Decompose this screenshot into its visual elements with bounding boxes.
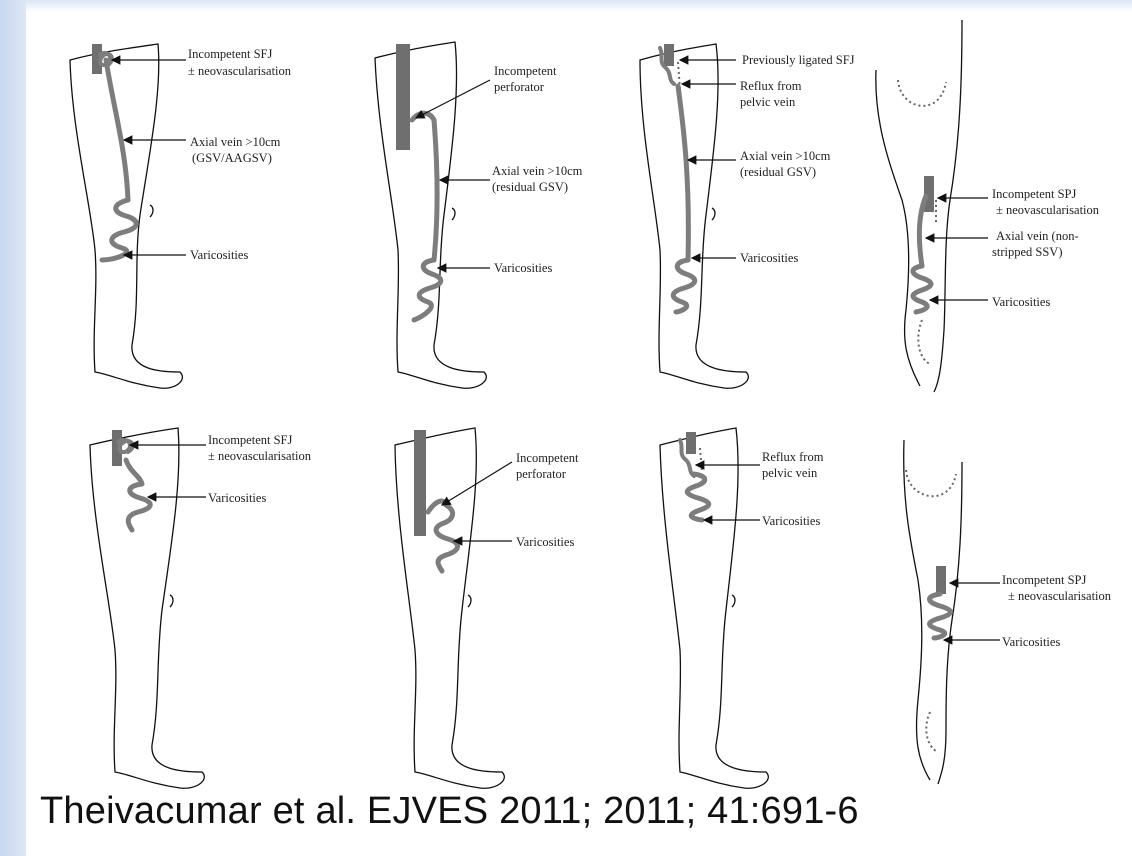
label-incompetent: Incompetent	[516, 451, 579, 465]
label-axial-vein-non: Axial vein (non-	[996, 229, 1079, 243]
leg-panel-4: Incompetent SPJ ± neovascularisation Axi…	[876, 20, 1100, 392]
leg-panel-5: Incompetent SFJ ± neovascularisation Var…	[90, 428, 312, 788]
label-neovascularisation: ± neovascularisation	[208, 449, 312, 463]
leg-panel-7: Reflux from pelvic vein Varicosities	[660, 428, 824, 788]
label-varicosities: Varicosities	[516, 535, 574, 549]
leg-outline	[904, 440, 962, 784]
label-incompetent: Incompetent	[494, 64, 557, 78]
vein-diagram: Incompetent SFJ ± neovascularisation Axi…	[30, 14, 1132, 794]
label-incompetent-sfj: Incompetent SFJ	[208, 433, 293, 447]
label-varicosities: Varicosities	[190, 248, 248, 262]
label-pelvic-vein: pelvic vein	[762, 466, 818, 480]
label-varicosities: Varicosities	[740, 251, 798, 265]
axial-vein	[106, 60, 128, 200]
leg-panel-8: Incompetent SPJ ± neovascularisation Var…	[904, 440, 1112, 784]
ligated-sfj-block	[686, 432, 696, 454]
leg-outline	[90, 428, 204, 788]
label-axial-vein-type: (GSV/AAGSV)	[192, 151, 272, 165]
label-axial-vein: Axial vein >10cm	[492, 164, 583, 178]
citation-text: Theivacumar et al. EJVES 2011; 2011; 41:…	[40, 790, 1132, 833]
figure-panel: Incompetent SFJ ± neovascularisation Axi…	[30, 14, 1132, 856]
varicosities	[913, 266, 931, 312]
label-previously-ligated-sfj: Previously ligated SFJ	[742, 53, 855, 67]
slide-top-gradient	[0, 0, 1132, 12]
label-perforator: perforator	[516, 467, 567, 481]
label-stripped-ssv: stripped SSV)	[992, 245, 1063, 259]
perforator-block	[414, 430, 426, 536]
varicosities	[436, 505, 457, 571]
axial-vein	[678, 86, 688, 260]
popliteal-fossa	[898, 80, 946, 106]
label-varicosities: Varicosities	[208, 491, 266, 505]
varicosities	[102, 200, 136, 260]
leg-panel-3: Previously ligated SFJ Reflux from pelvi…	[640, 44, 855, 388]
popliteal-fossa	[906, 470, 956, 496]
label-varicosities: Varicosities	[992, 295, 1050, 309]
label-incompetent-sfj: Incompetent SFJ	[188, 47, 273, 61]
label-incompetent-spj: Incompetent SPJ	[992, 187, 1077, 201]
leg-panel-6: Incompetent perforator Varicosities	[395, 428, 579, 788]
ligated-dotted-line	[700, 448, 702, 472]
heel-outline	[926, 712, 938, 752]
perforator-vein	[428, 501, 446, 512]
leg-outline	[375, 42, 486, 388]
leg-panel-1: Incompetent SFJ ± neovascularisation Axi…	[70, 44, 292, 388]
label-varicosities: Varicosities	[494, 261, 552, 275]
leg-panel-2: Incompetent perforator Axial vein >10cm …	[375, 42, 583, 388]
label-incompetent-spj: Incompetent SPJ	[1002, 573, 1087, 587]
varicosities	[126, 460, 150, 530]
perforator-block	[396, 44, 410, 150]
label-axial-vein: Axial vein >10cm	[190, 135, 281, 149]
axial-vein	[434, 120, 437, 260]
label-varicosities: Varicosities	[762, 514, 820, 528]
varicosities	[687, 474, 709, 520]
sfj-neovascular-tangle	[118, 440, 133, 452]
label-neovascularisation: ± neovascularisation	[996, 203, 1100, 217]
varicosities	[414, 260, 441, 320]
leg-outline	[395, 428, 504, 788]
label-perforator: perforator	[494, 80, 545, 94]
heel-outline	[918, 320, 930, 364]
varicosities	[930, 594, 951, 638]
label-varicosities: Varicosities	[1002, 635, 1060, 649]
slide-left-gradient	[0, 0, 26, 856]
spj-block	[936, 566, 946, 594]
leg-outline	[660, 428, 768, 788]
leg-outline	[640, 44, 748, 388]
label-reflux-from: Reflux from	[740, 79, 802, 93]
label-neovascularisation: ± neovascularisation	[188, 64, 292, 78]
label-axial-vein: Axial vein >10cm	[740, 149, 831, 163]
label-residual-gsv: (residual GSV)	[492, 180, 568, 194]
label-neovascularisation: ± neovascularisation	[1008, 589, 1112, 603]
label-residual-gsv: (residual GSV)	[740, 165, 816, 179]
label-reflux-from: Reflux from	[762, 450, 824, 464]
varicosities	[673, 260, 695, 312]
axial-vein	[919, 196, 926, 266]
label-pelvic-vein: pelvic vein	[740, 95, 796, 109]
ligated-sfj-block	[664, 44, 674, 66]
